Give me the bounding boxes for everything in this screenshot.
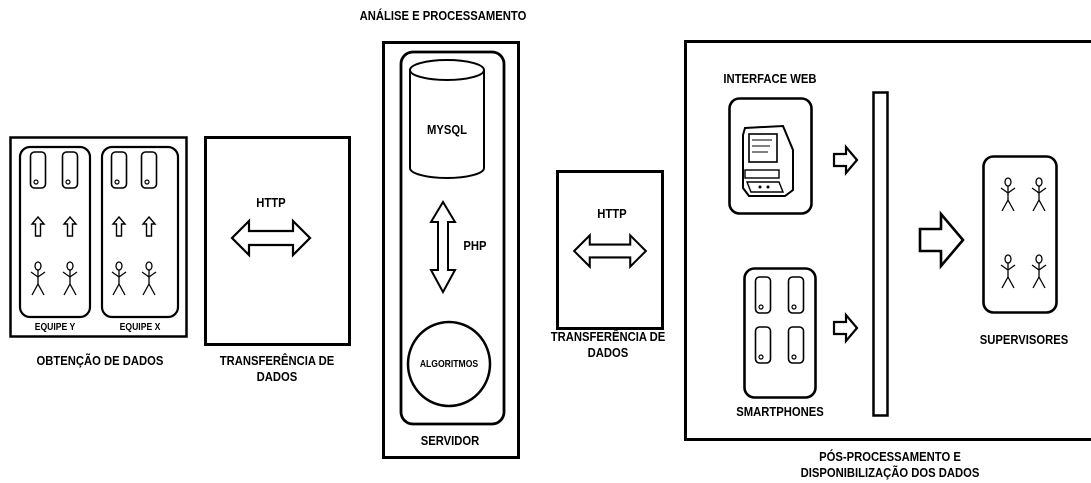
php-label: PHP bbox=[457, 239, 493, 254]
team-x-label: EQUIPE X bbox=[109, 320, 171, 335]
obtencao-label: OBTENÇÃO DE DADOS bbox=[10, 354, 190, 369]
phone-icon bbox=[756, 327, 771, 363]
web-interface-label: INTERFACE WEB bbox=[703, 72, 838, 87]
transfer2-label-line1: TRANSFERÊNCIA DE bbox=[536, 330, 680, 345]
phone-icon bbox=[112, 152, 127, 188]
pos-label-line1: PÓS-PROCESSAMENTO E bbox=[791, 450, 989, 465]
database-cylinder-icon bbox=[410, 60, 484, 178]
vertical-bar bbox=[874, 93, 888, 416]
supervisors-box bbox=[984, 157, 1057, 313]
transfer1-label-line1: TRANSFERÊNCIA DE bbox=[201, 354, 354, 369]
algorithms-label: ALGORITMOS bbox=[416, 357, 482, 372]
http-label-1: HTTP bbox=[244, 196, 298, 211]
phone-icon bbox=[142, 152, 157, 188]
phone-icon bbox=[789, 277, 804, 313]
phone-icon bbox=[31, 152, 46, 188]
http-label-2: HTTP bbox=[585, 207, 639, 222]
team-y-label: EQUIPE Y bbox=[26, 320, 83, 335]
phone-icon bbox=[63, 152, 78, 188]
supervisors-label: SUPERVISORES bbox=[966, 333, 1081, 348]
transfer1-label-line2: DADOS bbox=[201, 370, 354, 385]
smartphones-label: SMARTPHONES bbox=[722, 405, 839, 420]
phone-icon bbox=[789, 327, 804, 363]
computer-terminal-icon bbox=[743, 126, 793, 196]
mysql-label: MYSQL bbox=[418, 123, 476, 138]
transfer2-label-line2: DADOS bbox=[536, 346, 680, 361]
pos-label-line2: DISPONIBILIZAÇÃO DOS DADOS bbox=[782, 466, 998, 481]
servidor-label: SERVIDOR bbox=[405, 434, 495, 449]
phone-icon bbox=[756, 277, 771, 313]
page-title: ANÁLISE E PROCESSAMENTO bbox=[335, 9, 551, 24]
